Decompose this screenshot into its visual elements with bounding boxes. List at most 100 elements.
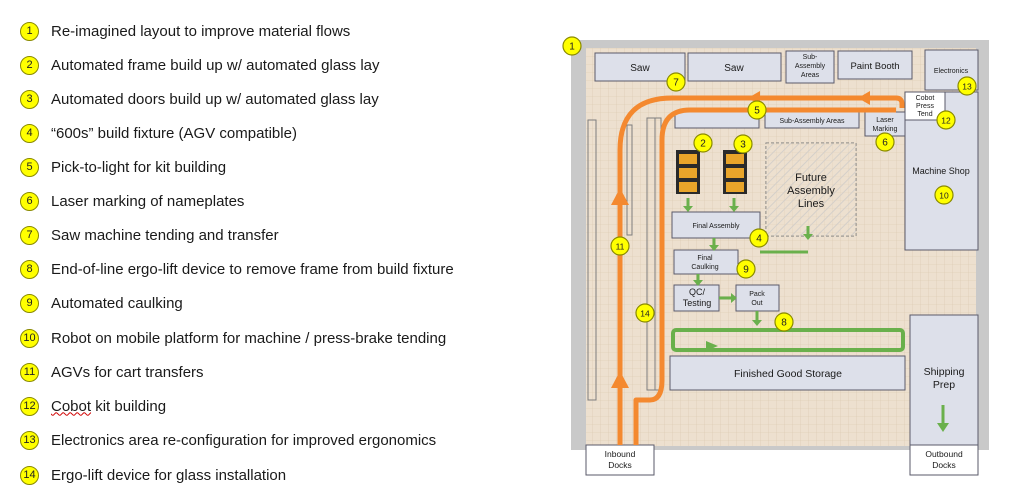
- badge-circle: [610, 236, 630, 256]
- plan-badge-3: 3: [733, 134, 753, 154]
- pack-out-area: [735, 284, 780, 312]
- label-finished-goods: Finished Good Storage: [734, 368, 842, 380]
- plan-badge-4: 4: [749, 228, 769, 248]
- badge-number: 14: [640, 309, 650, 319]
- label-cobot-3: Tend: [917, 111, 932, 118]
- label-future-2: Assembly: [787, 185, 835, 197]
- label-pack-out-2: Out: [751, 300, 762, 307]
- saw-area-1: [594, 52, 686, 82]
- badge-circle: [666, 72, 686, 92]
- number-badge: 14: [20, 465, 39, 485]
- badge-circle: [562, 36, 582, 56]
- legend-text: Saw machine tending and transfer: [51, 227, 279, 244]
- plan-badge-1: 1: [562, 36, 582, 56]
- legend-item: 4 “600s” build fixture (AGV compatible): [20, 120, 297, 146]
- label-sub-assembly-mid: Sub-Assembly Areas: [780, 118, 845, 125]
- legend-text-body: kit building: [91, 397, 167, 415]
- legend-text: Electronics area re-configuration for im…: [51, 432, 436, 449]
- legend-text-body: End-of-line ergo-lift device to remove f…: [51, 260, 454, 278]
- finished-goods-loop-arrow: [706, 341, 718, 351]
- label-sub-assembly-top-2: Assembly: [795, 63, 826, 70]
- legend-text: Laser marking of nameplates: [51, 193, 244, 210]
- label-shipping-1: Shipping: [924, 366, 965, 378]
- legend-text: Re-imagined layout to improve material f…: [51, 23, 350, 40]
- factory-floor-plan: Saw Saw Sub- Assembly Areas Paint Booth …: [562, 36, 989, 476]
- green-flow-arrowheads: [683, 206, 949, 432]
- legend-item: 13 Electronics area re-configuration for …: [20, 427, 436, 453]
- badge-circle: [736, 259, 756, 279]
- number-badge: 13: [20, 430, 39, 450]
- badge-number: 5: [754, 106, 760, 117]
- final-caulking-area: [673, 249, 739, 275]
- finished-goods-area: [669, 355, 906, 391]
- legend-text: Cobot kit building: [51, 398, 166, 415]
- label-cobot-1: Cobot: [916, 95, 935, 102]
- label-sub-assembly-top-3: Areas: [801, 72, 820, 79]
- badge-number: 11: [616, 242, 625, 252]
- legend-text: Automated frame build up w/ automated gl…: [51, 57, 380, 74]
- plan-badge-11: 11: [610, 236, 630, 256]
- legend-text-body: Re-imagined layout to improve material f…: [51, 22, 351, 40]
- label-pack-out-1: Pack: [749, 291, 765, 298]
- paint-booth-area: [837, 50, 913, 80]
- legend-item: 9 Automated caulking: [20, 290, 183, 316]
- badge-number: 1: [569, 42, 575, 53]
- label-inbound-1: Inbound: [605, 449, 636, 459]
- label-qc-2: Testing: [683, 298, 712, 308]
- badge-circle: [693, 133, 713, 153]
- badge-number: 4: [756, 234, 762, 245]
- badge-circle: [747, 100, 767, 120]
- badge-circle: [774, 312, 794, 332]
- legend-text: End-of-line ergo-lift device to remove f…: [51, 261, 454, 278]
- plan-badge-14: 14: [635, 303, 655, 323]
- legend-text-body: Automated doors build up w/ automated gl…: [51, 90, 379, 108]
- legend-text-body: Saw machine tending and transfer: [51, 226, 279, 244]
- plan-badge-13: 13: [957, 76, 977, 96]
- number-badge: 8: [20, 259, 39, 279]
- legend-text-body: Ergo-lift device for glass installation: [51, 466, 287, 484]
- label-outbound-2: Docks: [932, 460, 956, 470]
- label-future-3: Lines: [798, 198, 825, 210]
- label-sub-assembly-top-1: Sub-: [803, 54, 818, 61]
- plan-badge-2: 2: [693, 133, 713, 153]
- legend-text: Ergo-lift device for glass installation: [51, 467, 286, 484]
- badge-circle: [936, 110, 956, 130]
- sub-assembly-top-area: [785, 50, 835, 84]
- legend-text: Automated doors build up w/ automated gl…: [51, 91, 379, 108]
- label-laser-marking-2: Marking: [873, 126, 898, 133]
- legend-item: 14 Ergo-lift device for glass installatio…: [20, 462, 286, 488]
- badge-number: 8: [781, 318, 787, 329]
- door-build-robot-cell: [723, 150, 747, 194]
- legend-text: “600s” build fixture (AGV compatible): [51, 125, 297, 142]
- final-assembly-area: [671, 211, 761, 239]
- legend-text-body: “600s” build fixture (AGV compatible): [51, 124, 297, 142]
- label-laser-marking-1: Laser: [876, 117, 894, 124]
- legend-text: Robot on mobile platform for machine / p…: [51, 330, 446, 347]
- laser-marking-area: [864, 111, 906, 137]
- number-badge: 12: [20, 396, 39, 416]
- legend-text: Automated caulking: [51, 295, 183, 312]
- badge-number: 6: [882, 138, 888, 149]
- badge-circle: [957, 76, 977, 96]
- label-final-assembly: Final Assembly: [692, 223, 740, 230]
- number-badge: 4: [20, 123, 39, 143]
- badge-number: 3: [740, 140, 746, 151]
- badge-number: 2: [700, 139, 706, 150]
- legend-text-body: Robot on mobile platform for machine / p…: [51, 329, 447, 347]
- saw-area-2: [687, 52, 782, 82]
- legend-item: 12 Cobot kit building: [20, 393, 166, 419]
- number-badge: 9: [20, 293, 39, 313]
- legend-text-body: AGVs for cart transfers: [51, 363, 204, 381]
- label-shipping-2: Prep: [933, 379, 955, 391]
- label-future-1: Future: [795, 172, 827, 184]
- plan-badge-10: 10: [934, 185, 954, 205]
- frame-build-robot-cell: [676, 150, 700, 194]
